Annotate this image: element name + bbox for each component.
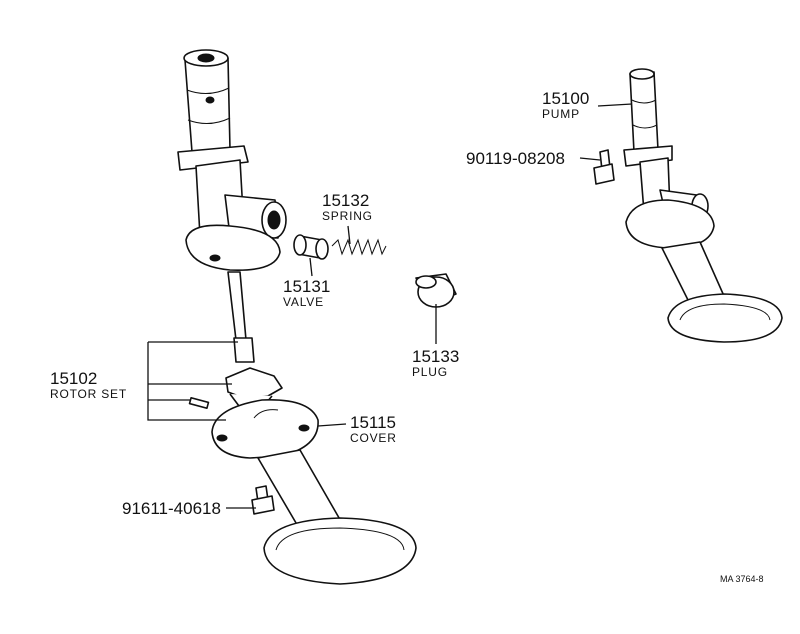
plug-part-number: 15133 bbox=[412, 347, 459, 366]
pump-part-name: PUMP bbox=[542, 107, 580, 121]
valve-drawing bbox=[293, 234, 329, 260]
bolt-bottom-part-number: 91611-40618 bbox=[122, 499, 221, 518]
pump-drive-shaft bbox=[183, 49, 231, 153]
pump-body bbox=[177, 145, 287, 271]
spring-drawing bbox=[331, 238, 387, 256]
valve-part-number: 15131 bbox=[283, 277, 330, 296]
plug-drawing bbox=[415, 273, 457, 308]
pump-part-number: 15100 bbox=[542, 89, 589, 108]
rotor-set-part-name: ROTOR SET bbox=[50, 387, 127, 401]
cover-part-name: COVER bbox=[350, 431, 397, 445]
spring-part-name: SPRING bbox=[322, 209, 373, 223]
exploded-pump-drawing bbox=[177, 49, 287, 363]
plug-part-name: PLUG bbox=[412, 365, 448, 379]
rotor-set-part-number: 15102 bbox=[50, 369, 97, 388]
spring-part-number: 15132 bbox=[322, 191, 369, 210]
bolt-top-drawing bbox=[593, 149, 615, 185]
diagram-reference-code: MA 3764-8 bbox=[720, 574, 764, 584]
cover-and-strainer-drawing bbox=[211, 399, 417, 585]
bolt-top-part-number: 90119-08208 bbox=[466, 149, 565, 168]
valve-part-name: VALVE bbox=[283, 295, 324, 309]
bolt-bottom-drawing bbox=[251, 485, 275, 515]
leader-lines bbox=[147, 103, 633, 509]
pump-lower-shaft bbox=[227, 271, 255, 363]
assembled-pump-drawing bbox=[623, 68, 783, 343]
cover-part-number: 15115 bbox=[350, 413, 396, 432]
